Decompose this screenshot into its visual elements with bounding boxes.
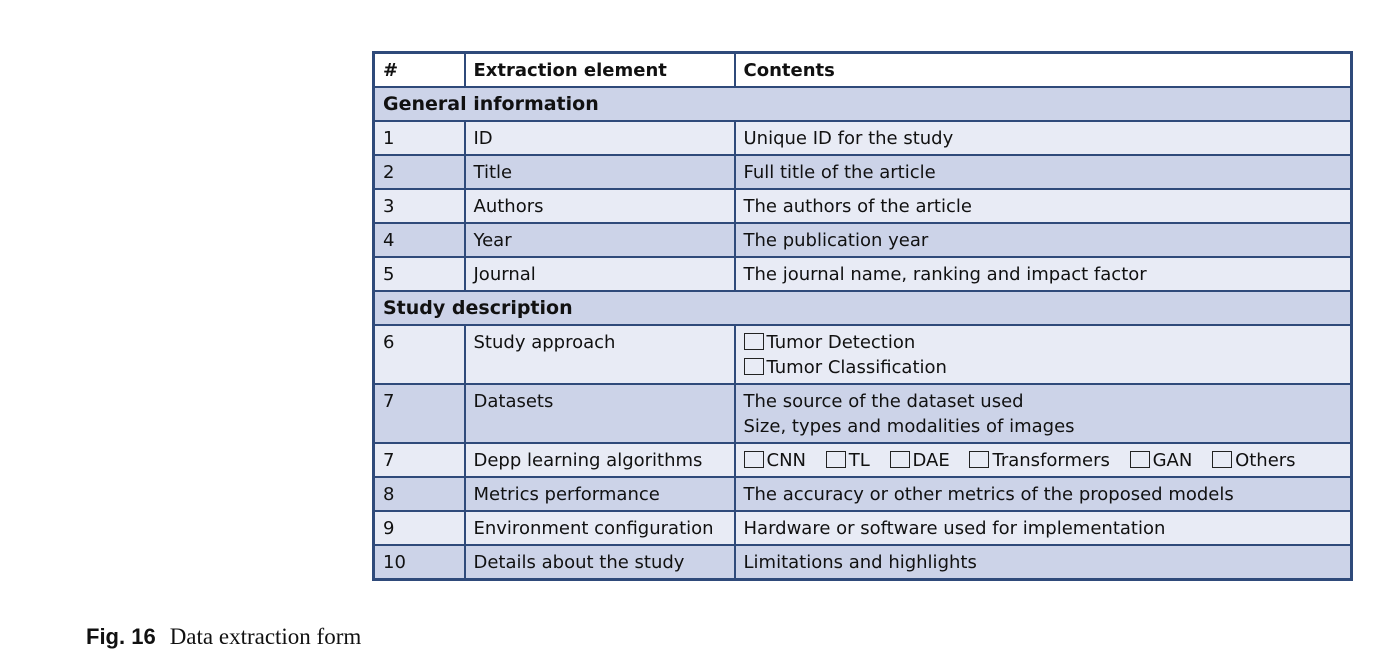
checkbox[interactable] — [743, 358, 764, 375]
row-element: ID — [463, 120, 736, 156]
option-tumor-classification[interactable]: Tumor Classification — [743, 355, 1343, 380]
option-label: TL — [848, 450, 870, 471]
row-element: Year — [463, 222, 736, 258]
section-title: Study description — [372, 290, 1353, 326]
row-contents: The source of the dataset used Size, typ… — [733, 383, 1353, 444]
table-row: 7 Datasets The source of the dataset use… — [372, 383, 1353, 444]
contents-line: Size, types and modalities of images — [743, 416, 1075, 437]
option-label: GAN — [1152, 450, 1193, 471]
header-element: Extraction element — [463, 51, 736, 88]
row-num: 1 — [372, 120, 466, 156]
row-num: 4 — [372, 222, 466, 258]
row-element: Journal — [463, 256, 736, 292]
table-row: 1 ID Unique ID for the study — [372, 120, 1353, 156]
checkbox[interactable] — [889, 451, 910, 468]
table-row: 3 Authors The authors of the article — [372, 188, 1353, 224]
row-contents: The authors of the article — [733, 188, 1353, 224]
row-contents: The journal name, ranking and impact fac… — [733, 256, 1353, 292]
option-label: DAE — [912, 450, 950, 471]
figure-caption: Fig. 16 Data extraction form — [86, 624, 361, 650]
row-num: 7 — [372, 383, 466, 444]
option-label: CNN — [766, 450, 807, 471]
option-transformers[interactable]: Transformers — [969, 448, 1110, 473]
row-contents: Limitations and highlights — [733, 544, 1353, 581]
row-num: 3 — [372, 188, 466, 224]
figure-label: Fig. 16 — [86, 624, 156, 649]
row-num: 8 — [372, 476, 466, 512]
row-num: 7 — [372, 442, 466, 478]
checkbox[interactable] — [743, 333, 764, 350]
table-row: 8 Metrics performance The accuracy or ot… — [372, 476, 1353, 512]
row-element: Datasets — [463, 383, 736, 444]
option-cnn[interactable]: CNN — [743, 448, 807, 473]
option-dae[interactable]: DAE — [889, 448, 950, 473]
header-num: # — [372, 51, 466, 88]
checkbox[interactable] — [825, 451, 846, 468]
row-contents: Full title of the article — [733, 154, 1353, 190]
row-element: Title — [463, 154, 736, 190]
section-row-general: General information — [372, 86, 1353, 122]
option-label: Others — [1235, 450, 1296, 471]
section-title: General information — [372, 86, 1353, 122]
table-row: 6 Study approach Tumor Detection Tumor C… — [372, 324, 1353, 385]
checkbox[interactable] — [969, 451, 990, 468]
row-num: 6 — [372, 324, 466, 385]
table-row: 10 Details about the study Limitations a… — [372, 544, 1353, 581]
study-approach-options: Tumor Detection Tumor Classification — [733, 324, 1353, 385]
option-gan[interactable]: GAN — [1129, 448, 1193, 473]
figure-caption-text: Data extraction form — [169, 624, 362, 649]
row-element: Metrics performance — [463, 476, 736, 512]
checkbox[interactable] — [743, 451, 764, 468]
table-row: 2 Title Full title of the article — [372, 154, 1353, 190]
table-row: 5 Journal The journal name, ranking and … — [372, 256, 1353, 292]
row-contents: Hardware or software used for implementa… — [733, 510, 1353, 546]
row-element: Study approach — [463, 324, 736, 385]
data-extraction-table: # Extraction element Contents General in… — [372, 51, 1353, 581]
row-contents: The accuracy or other metrics of the pro… — [733, 476, 1353, 512]
algorithm-options: CNN TL DAE Transformers GAN Others — [733, 442, 1353, 478]
row-num: 5 — [372, 256, 466, 292]
row-element: Environment configuration — [463, 510, 736, 546]
row-element: Details about the study — [463, 544, 736, 581]
option-label: Tumor Detection — [766, 332, 916, 353]
section-row-study: Study description — [372, 290, 1353, 326]
row-num: 10 — [372, 544, 466, 581]
option-label: Tumor Classification — [766, 357, 947, 378]
option-others[interactable]: Others — [1212, 448, 1296, 473]
table-row: 4 Year The publication year — [372, 222, 1353, 258]
header-contents: Contents — [733, 51, 1353, 88]
row-element: Authors — [463, 188, 736, 224]
row-contents: Unique ID for the study — [733, 120, 1353, 156]
row-num: 9 — [372, 510, 466, 546]
row-element: Depp learning algorithms — [463, 442, 736, 478]
table-row: 9 Environment configuration Hardware or … — [372, 510, 1353, 546]
checkbox[interactable] — [1129, 451, 1150, 468]
contents-line: The source of the dataset used — [743, 391, 1024, 412]
option-tumor-detection[interactable]: Tumor Detection — [743, 330, 1343, 355]
table-header-row: # Extraction element Contents — [372, 51, 1353, 88]
row-contents: The publication year — [733, 222, 1353, 258]
option-label: Transformers — [992, 450, 1110, 471]
checkbox[interactable] — [1212, 451, 1233, 468]
table-row: 7 Depp learning algorithms CNN TL DAE Tr… — [372, 442, 1353, 478]
option-tl[interactable]: TL — [825, 448, 870, 473]
row-num: 2 — [372, 154, 466, 190]
